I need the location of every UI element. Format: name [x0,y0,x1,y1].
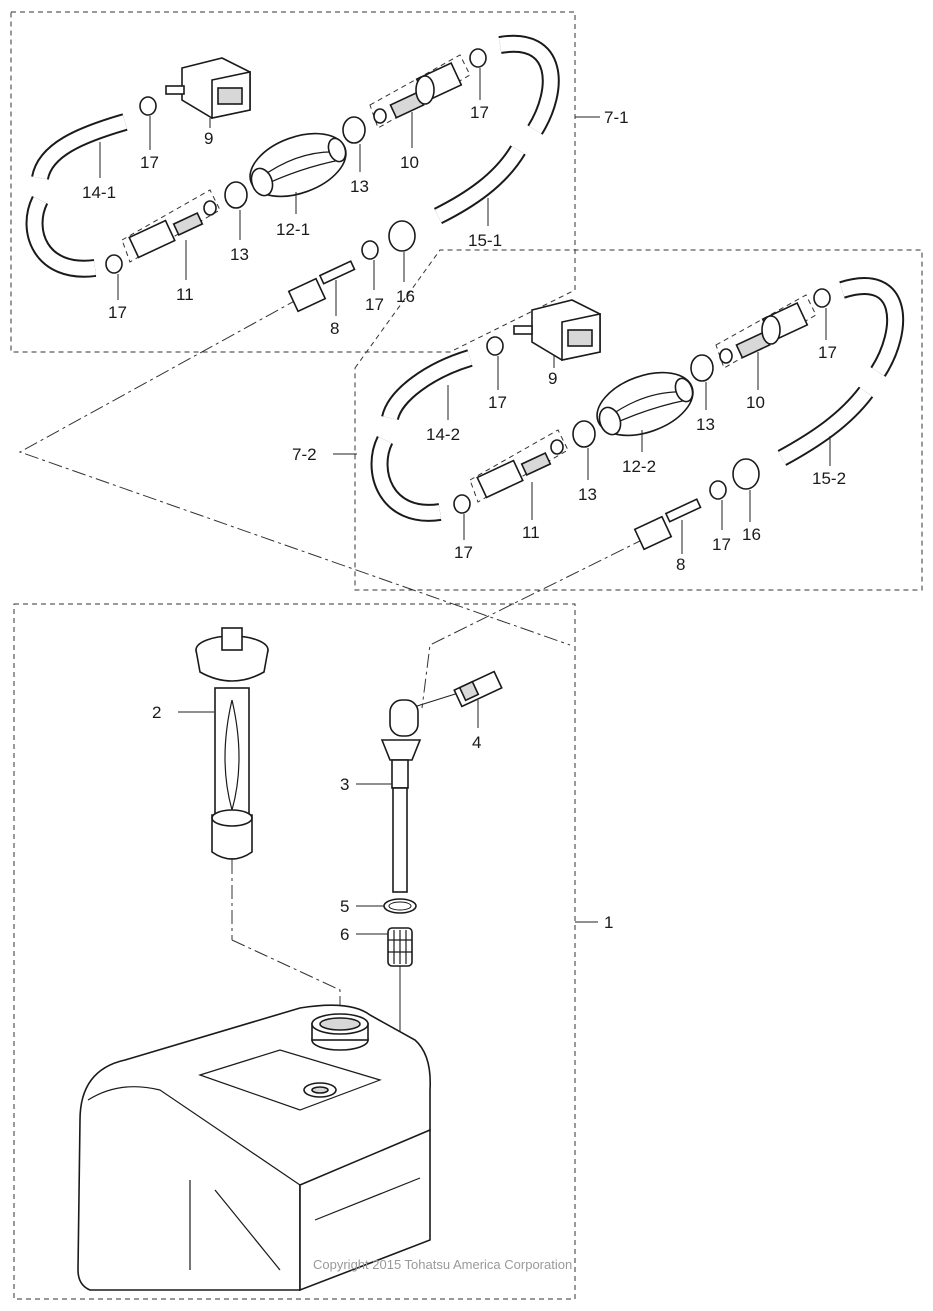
clamp-13-2-left [572,420,596,448]
label-10-a: 10 [400,153,419,172]
hose-15-2-upper-inner [839,279,903,376]
copyright-notice: Copyright 2015 Tohatsu America Corporati… [313,1257,572,1272]
sleeve-16-2 [732,458,760,490]
label-13-a2: 13 [350,177,369,196]
sleeve-16 [388,220,416,252]
label-7-2: 7-2 [292,445,317,464]
label-17-a4: 17 [365,295,384,314]
label-15-2: 15-2 [812,469,846,488]
label-13-b2: 13 [696,415,715,434]
label-17-b3: 17 [454,543,473,562]
label-17-a2: 17 [470,103,489,122]
fitting-11 [121,189,221,263]
clamp-17-a [139,96,157,116]
clamp-17-2-b [813,288,831,308]
label-17-b1: 17 [488,393,507,412]
primer-bulb-12-2 [596,371,694,437]
label-9-a: 9 [204,129,213,148]
clamp-13-right [342,116,366,144]
primer-bulb-12-1 [249,132,347,198]
o-ring-5-inner [388,901,412,911]
clamp-17-2-c [453,494,471,514]
fitting-10-2 [715,294,817,369]
label-12-1: 12-1 [276,220,310,239]
label-8-a: 8 [330,319,339,338]
label-13-b1: 13 [578,485,597,504]
fitting-10 [369,54,471,129]
label-15-1: 15-1 [468,231,502,250]
hose-assembly-7-2 [370,277,905,551]
clamp-13-left [224,181,248,209]
fuel-tank [77,1004,432,1292]
pickup-tube-3 [380,699,422,893]
hose-15-2-inner [778,387,872,465]
label-8-b: 8 [676,555,685,574]
fuel-gauge-2 [195,627,269,860]
label-16-b: 16 [742,525,761,544]
label-1: 1 [604,913,613,932]
hose-14-1-inner [27,115,127,276]
clamp-13-2-right [690,354,714,382]
label-17-a3: 17 [108,303,127,322]
clamp-17-c [105,254,123,274]
group-1-boundary [13,603,576,1300]
label-11-b: 11 [522,523,540,542]
clamp-17-2-a [486,336,504,356]
hose-14-2-inner [372,351,473,520]
group-7-2-boundary [354,249,923,591]
label-3: 3 [340,775,349,794]
label-16-a: 16 [396,287,415,306]
connection-line-hose-7-1 [18,297,571,646]
label-17-a1: 17 [140,153,159,172]
label-9-b: 9 [548,369,557,388]
label-13-a1: 13 [230,245,249,264]
hose-15-1-upper-inner [498,36,558,134]
label-14-2: 14-2 [426,425,460,444]
connector-9 [165,57,251,119]
fitting-8-upper [287,260,356,313]
clamp-17-2-d [709,480,727,500]
connection-line-hose-7-2 [421,537,647,709]
label-6: 6 [340,925,349,944]
hose-15-1-inner [434,146,525,223]
label-2: 2 [152,703,161,722]
clamp-17-d [361,240,379,260]
label-11-a: 11 [176,285,194,304]
label-10-b: 10 [746,393,765,412]
label-5: 5 [340,897,349,916]
label-4: 4 [472,733,481,752]
filter-6 [387,927,413,967]
label-17-b2: 17 [818,343,837,362]
group-7-1-boundary [10,11,576,353]
label-7-1: 7-1 [604,108,629,127]
fitting-8-lower [633,498,702,551]
connector-9-2 [513,299,601,361]
label-14-1: 14-1 [82,183,116,202]
label-17-b4: 17 [712,535,731,554]
hose-assembly-7-1 [25,34,560,313]
fitting-4 [453,670,503,708]
clamp-17-b [469,48,487,68]
fitting-11-2 [469,429,569,503]
label-12-2: 12-2 [622,457,656,476]
